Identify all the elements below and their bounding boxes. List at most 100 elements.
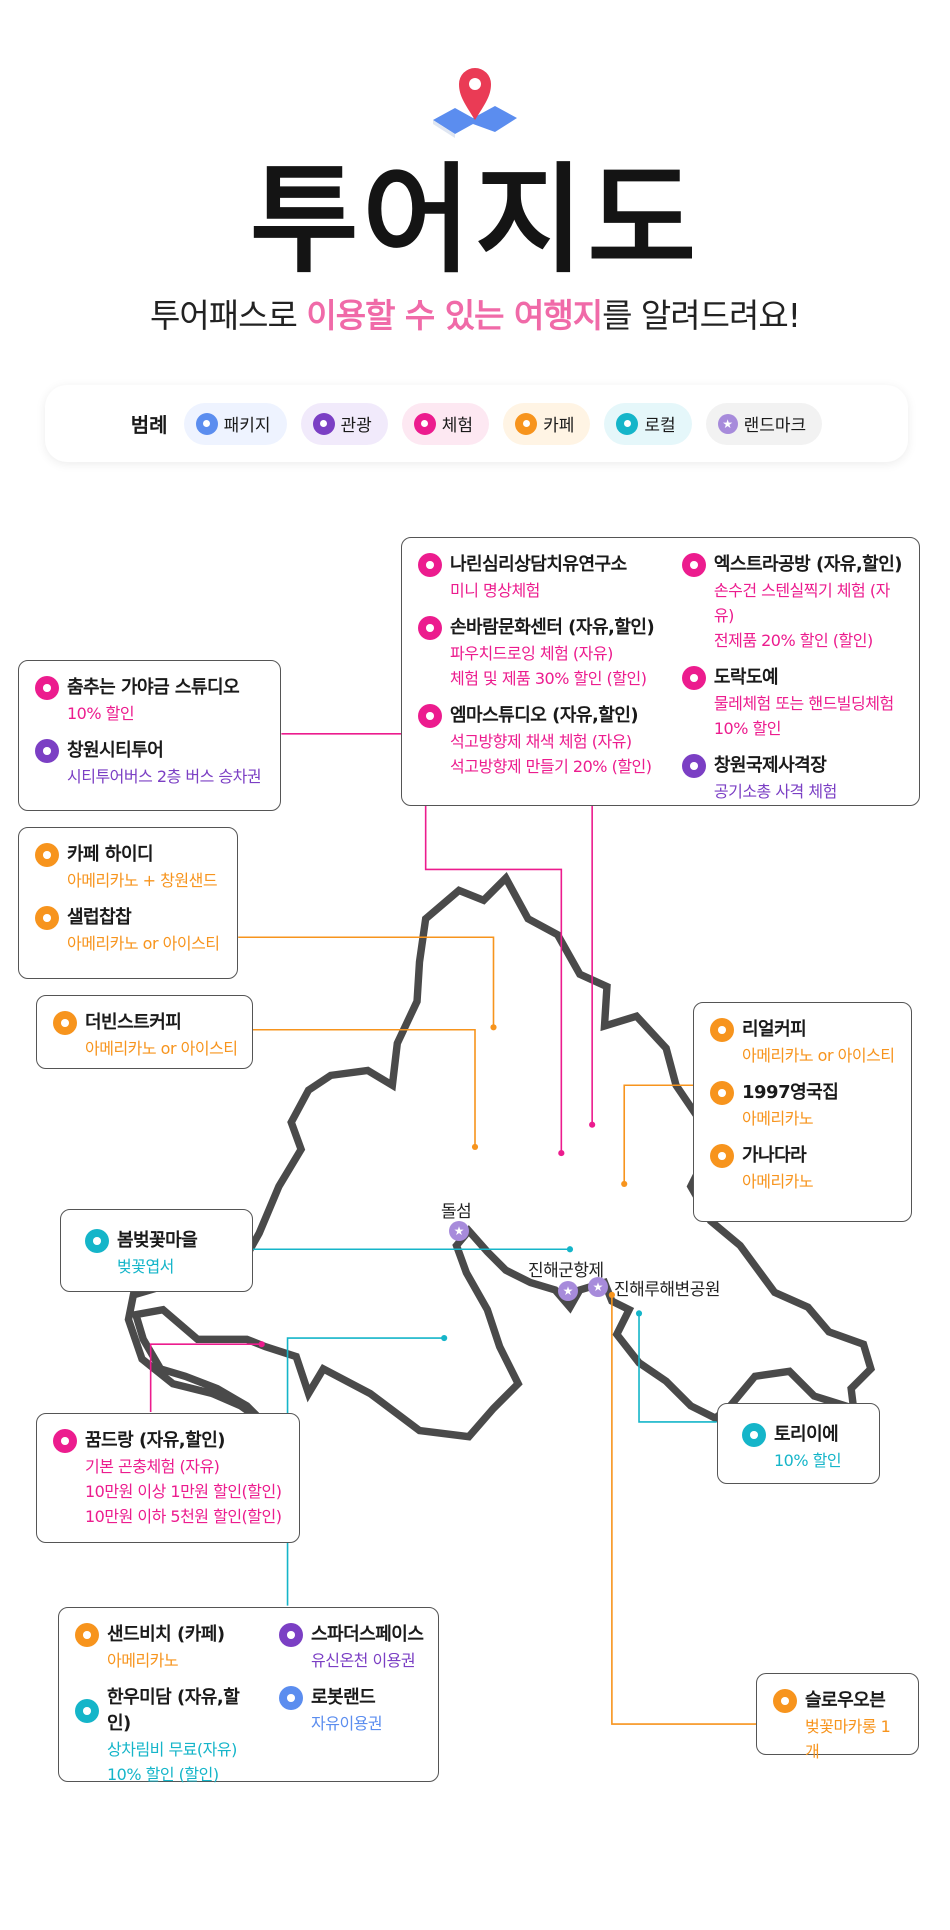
place-name: 토리이에 <box>774 1424 839 1445</box>
place-benefit: 파우치드로잉 체험 (자유) <box>450 644 613 663</box>
connector-line <box>424 805 563 1154</box>
star-icon[interactable]: ★ <box>558 1281 578 1301</box>
map-pin-icon <box>35 739 59 763</box>
location-dot <box>589 1121 596 1128</box>
legend-item-label: 패키지 <box>223 416 271 436</box>
star-icon[interactable]: ★ <box>449 1221 469 1241</box>
place-name-row: 리얼커피 <box>710 1017 895 1043</box>
info-box-torie: 토리이에 10% 할인 <box>717 1403 880 1484</box>
place-item[interactable]: 샌드비치 (카페)아메리카노 <box>75 1622 255 1673</box>
map-pin-icon <box>75 1623 99 1647</box>
legend-item-package[interactable]: 패키지 <box>183 402 287 445</box>
place-benefit: 손수건 스텐실찍기 체험 (자유) <box>713 581 890 625</box>
place-benefit: 벚꽃엽서 <box>117 1257 174 1276</box>
place-name: 스파더스페이스 <box>311 1624 424 1645</box>
place-benefit: 10% 할인 <box>774 1451 842 1470</box>
map-pin-icon <box>279 1623 303 1647</box>
place-name-row: 스파더스페이스 <box>279 1622 424 1648</box>
place-benefit: 10만원 이하 5천원 할인(할인) <box>85 1507 282 1526</box>
place-item[interactable]: 꿈드랑 (자유,할인)기본 곤충체험 (자유)10만원 이상 1만원 할인(할인… <box>53 1428 282 1529</box>
place-benefit: 아메리카노 <box>742 1172 814 1191</box>
place-name-row: 춤추는 가야금 스튜디오 <box>35 675 261 701</box>
place-name: 카페 하이디 <box>67 844 154 865</box>
landmark-label-gunhang[interactable]: 진해군항제 <box>528 1261 604 1281</box>
place-name-row: 엠마스튜디오 (자유,할인) <box>418 703 658 729</box>
subtitle-text-end: 를 알려드려요! <box>602 296 801 335</box>
place-name: 엠마스튜디오 (자유,할인) <box>450 705 639 726</box>
place-item[interactable]: 엑스트라공방 (자유,할인)손수건 스텐실찍기 체험 (자유)전제품 20% 할… <box>681 552 905 653</box>
place-benefit: 상차림비 무료(자유) <box>107 1740 237 1759</box>
connector-line <box>238 936 495 1028</box>
place-benefit: 유신온천 이용권 <box>311 1651 416 1670</box>
connector-line <box>286 1337 445 1606</box>
map-pin-icon <box>413 412 436 435</box>
connector-line <box>623 1084 694 1184</box>
location-dot <box>608 1291 615 1298</box>
place-benefit: 미니 명상체험 <box>450 581 540 600</box>
location-dot <box>566 1246 574 1253</box>
legend-item-label: 랜드마크 <box>743 416 807 436</box>
place-item[interactable]: 토리이에 10% 할인 <box>742 1422 842 1473</box>
legend-item-local[interactable]: 로컬 <box>604 402 692 445</box>
location-dot <box>490 1024 497 1031</box>
subtitle-text: 투어패스로 <box>150 296 307 335</box>
place-item[interactable]: 엠마스튜디오 (자유,할인)석고방향제 채색 체험 (자유)석고방향제 만들기 … <box>418 703 658 779</box>
map-pin-icon <box>433 68 517 138</box>
place-name-row: 도락도예 <box>681 665 905 691</box>
place-name-row: 한우미담 (자유,할인) <box>75 1685 255 1737</box>
map-pin-icon <box>418 553 442 577</box>
place-name: 샌드비치 (카페) <box>107 1624 225 1645</box>
location-dot <box>258 1341 265 1348</box>
legend-item-tour[interactable]: 관광 <box>300 402 388 445</box>
landmark-label-dolseom[interactable]: 돌섬 <box>441 1202 472 1222</box>
place-benefit: 10만원 이상 1만원 할인(할인) <box>85 1482 282 1501</box>
star-icon[interactable]: ★ <box>588 1277 608 1297</box>
place-name-row: 슬로우오븐 <box>773 1688 904 1714</box>
subtitle-highlight: 이용할 수 있는 여행지 <box>306 296 603 335</box>
map-pin-icon <box>418 704 442 728</box>
place-item[interactable]: 한우미담 (자유,할인)상차림비 무료(자유)10% 할인 (할인) <box>75 1685 255 1787</box>
place-benefit: 아메리카노 or 아이스티 <box>742 1046 895 1065</box>
place-benefit: 공기소총 사격 체험 <box>713 782 837 801</box>
place-name: 가나다라 <box>742 1145 807 1166</box>
info-column: 엑스트라공방 (자유,할인)손수건 스텐실찍기 체험 (자유)전제품 20% 할… <box>681 552 905 801</box>
connector-line <box>149 1343 262 1413</box>
place-benefit: 아메리카노 or 아이스티 <box>85 1039 238 1058</box>
map-pin-icon <box>710 1144 734 1168</box>
landmark-label-beach[interactable]: 진해루해변공원 <box>614 1280 720 1300</box>
legend-item-cafe[interactable]: 카페 <box>503 402 591 445</box>
connector-line <box>638 1313 717 1423</box>
legend-item-label: 체험 <box>441 416 474 436</box>
legend-item-landmark[interactable]: ★랜드마크 <box>705 402 823 445</box>
legend-item-label: 관광 <box>340 416 372 436</box>
map-pin-icon <box>616 412 639 435</box>
place-benefit: 기본 곤충체험 (자유) <box>85 1457 220 1476</box>
place-name: 도락도예 <box>713 667 779 688</box>
legend-item-experience[interactable]: 체험 <box>401 402 490 445</box>
place-name-row: 나린심리상담치유연구소 <box>418 552 658 578</box>
place-item[interactable]: 손바람문화센터 (자유,할인)파우치드로잉 체험 (자유)체험 및 제품 30%… <box>418 615 658 691</box>
